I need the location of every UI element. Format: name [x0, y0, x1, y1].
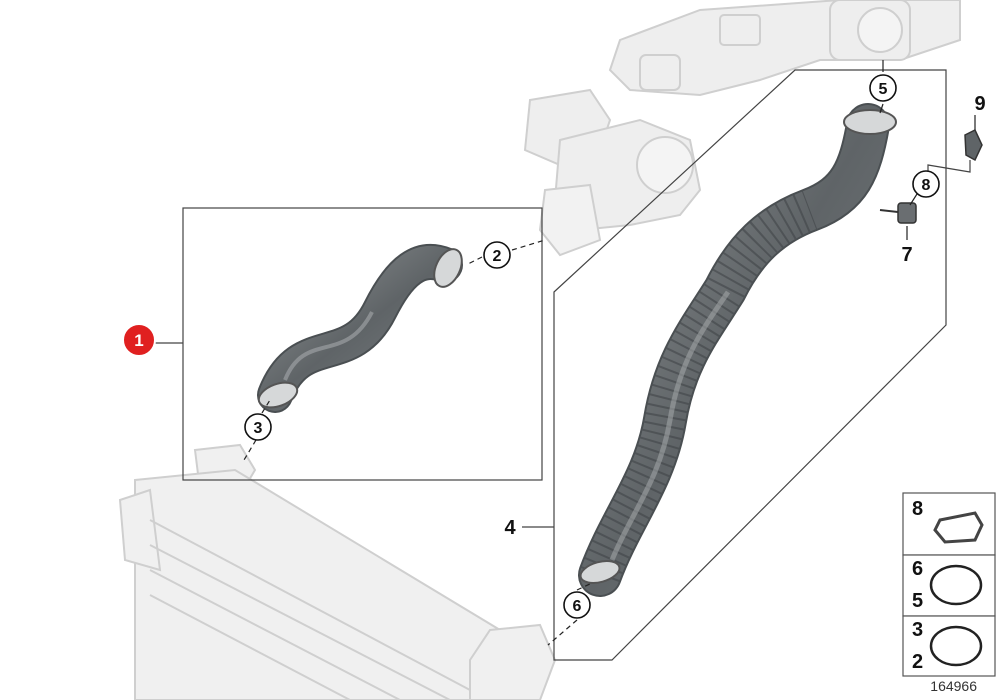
engine-background — [523, 0, 961, 257]
svg-text:5: 5 — [879, 81, 888, 98]
callout-6: 6 — [563, 591, 591, 619]
intercooler-background — [118, 443, 557, 700]
svg-text:3: 3 — [254, 420, 263, 437]
frame-part-4 — [522, 69, 947, 661]
svg-text:2: 2 — [493, 248, 502, 265]
o-ring-icon — [929, 625, 983, 667]
legend-box-8: 8 — [902, 492, 996, 556]
svg-text:8: 8 — [912, 498, 923, 520]
leader-lines — [243, 60, 918, 646]
svg-text:1: 1 — [134, 331, 143, 350]
svg-text:8: 8 — [922, 177, 931, 194]
svg-text:6: 6 — [912, 558, 923, 580]
legend-box-6-5: 6 5 — [902, 554, 996, 617]
hose-end-5 — [843, 109, 897, 135]
sensor-7 — [897, 202, 917, 224]
callout-8: 8 — [912, 170, 940, 198]
frame-part-2-3 — [155, 207, 543, 481]
diagram-id: 164966 — [930, 678, 977, 694]
hose-clamp-end-3 — [257, 381, 299, 409]
svg-text:2: 2 — [912, 651, 923, 673]
legend-box-3-2: 3 2 — [902, 615, 996, 677]
label-4: 4 — [504, 517, 516, 539]
charge-air-hose-small — [257, 244, 463, 413]
svg-text:3: 3 — [912, 619, 923, 641]
hose-clamp-end-2 — [433, 248, 463, 288]
callout-2: 2 — [483, 241, 511, 269]
callout-3: 3 — [244, 413, 272, 441]
label-9: 9 — [974, 93, 985, 115]
svg-text:5: 5 — [912, 590, 923, 612]
callout-5: 5 — [869, 74, 897, 102]
gasket-icon — [933, 511, 984, 544]
hose-end-6 — [579, 560, 621, 584]
red-marker-1[interactable]: 1 — [122, 323, 156, 357]
svg-text:6: 6 — [573, 598, 582, 615]
o-ring-icon — [929, 564, 983, 606]
charge-air-hose-long — [578, 103, 917, 597]
part-9-clip — [927, 115, 983, 185]
label-7: 7 — [901, 244, 912, 266]
